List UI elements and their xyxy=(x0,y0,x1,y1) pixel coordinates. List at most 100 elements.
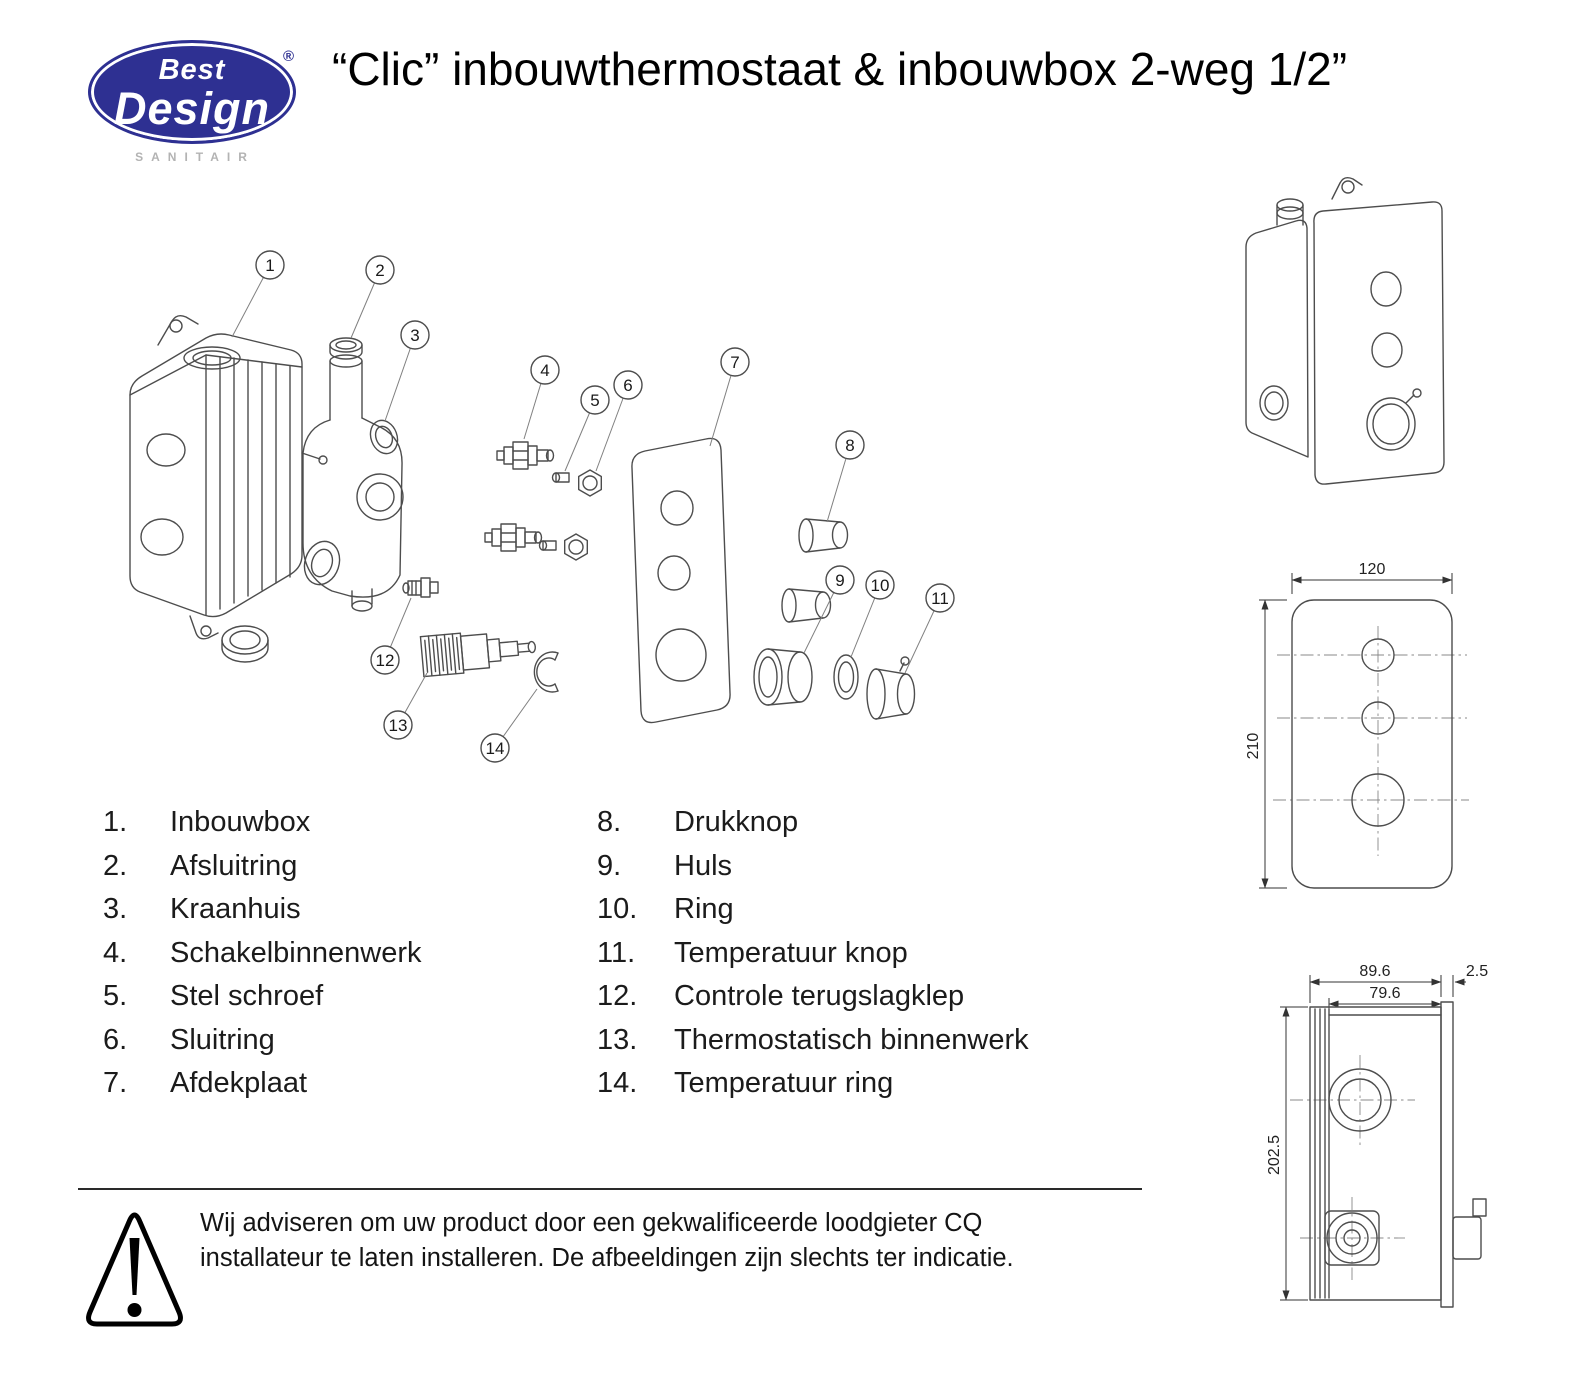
dim-front-width: 120 xyxy=(1359,561,1386,578)
part-row: 2.Afsluitring xyxy=(103,845,421,889)
dim-side-total-depth: 89.6 xyxy=(1359,963,1390,980)
part-name: Temperatuur ring xyxy=(674,1067,894,1100)
part-number: 11. xyxy=(597,936,636,969)
part-row: 13.Thermostatisch binnenwerk xyxy=(597,1019,1029,1063)
callout-9: 9 xyxy=(803,565,855,654)
callout-11: 11 xyxy=(904,583,955,674)
svg-text:9: 9 xyxy=(835,571,844,590)
part-sluitring-drawing xyxy=(564,469,602,561)
svg-text:13: 13 xyxy=(389,716,408,735)
brand-tagline: SANITAIR xyxy=(135,150,255,164)
part-name: Ring xyxy=(674,893,734,926)
part-number: 14. xyxy=(597,1067,638,1100)
svg-text:11: 11 xyxy=(931,589,949,608)
part-name: Inbouwbox xyxy=(170,806,311,839)
dim-side-box-depth: 79.6 xyxy=(1369,985,1400,1002)
assembled-perspective-view xyxy=(1245,176,1445,485)
callout-8: 8 xyxy=(826,430,865,523)
part-row: 8. Drukknop xyxy=(597,801,1029,845)
part-stel-schroef-drawing xyxy=(538,472,570,551)
svg-text:10: 10 xyxy=(871,576,890,595)
part-terugslagklep-drawing xyxy=(402,577,439,598)
part-number: 9. xyxy=(597,849,622,882)
brand-logo: Best Design xyxy=(88,40,296,144)
part-number: 6. xyxy=(103,1023,128,1056)
dim-side-height: 202.5 xyxy=(1266,1135,1283,1175)
part-row: 10. Ring xyxy=(597,888,1029,932)
front-view-centerlines xyxy=(1273,626,1469,856)
callout-5: 5 xyxy=(564,385,610,472)
svg-text:1: 1 xyxy=(265,256,274,275)
part-number: 8. xyxy=(597,806,622,839)
part-number: 10. xyxy=(597,893,638,926)
part-huls-drawing xyxy=(753,648,813,706)
svg-text:8: 8 xyxy=(845,436,854,455)
part-number: 3. xyxy=(103,893,128,926)
svg-text:2: 2 xyxy=(375,261,384,280)
svg-text:6: 6 xyxy=(623,376,632,395)
svg-text:4: 4 xyxy=(540,361,549,380)
callout-10: 10 xyxy=(850,570,895,658)
svg-text:12: 12 xyxy=(376,651,395,670)
warning-text: Wij adviseren om uw product door een gek… xyxy=(200,1209,1014,1272)
part-number: 7. xyxy=(103,1067,128,1100)
registered-trademark-icon: ® xyxy=(283,48,295,65)
page-title: “Clic” inbouwthermostaat & inbouwbox 2-w… xyxy=(332,43,1348,95)
brand-name-bottom: Design xyxy=(113,83,271,134)
part-number: 4. xyxy=(103,936,128,969)
part-number: 1. xyxy=(103,806,128,839)
callout-3: 3 xyxy=(384,320,430,422)
part-temperatuur-ring-drawing xyxy=(533,651,559,693)
part-number: 5. xyxy=(103,980,128,1013)
callout-2: 2 xyxy=(350,255,395,339)
dim-side-plate-thickness: 2.5 xyxy=(1466,963,1488,980)
callout-6: 6 xyxy=(595,370,643,472)
svg-text:3: 3 xyxy=(410,326,419,345)
part-schakelbinnenwerk-drawing xyxy=(484,441,555,552)
side-view-dimensioned: 89.6 2.5 79.6 202.5 xyxy=(1266,963,1488,1308)
side-view-body xyxy=(1309,1001,1487,1308)
callout-1: 1 xyxy=(231,250,285,338)
divider-line xyxy=(78,1188,1142,1190)
svg-text:7: 7 xyxy=(730,353,739,372)
part-name: Schakelbinnenwerk xyxy=(170,936,422,969)
part-row: 1. Inbouwbox xyxy=(103,801,421,845)
part-row: 11. Temperatuur knop xyxy=(597,932,1029,976)
part-number: 13. xyxy=(597,1023,638,1056)
side-view-dimensions: 89.6 2.5 79.6 202.5 xyxy=(1266,963,1488,1301)
part-name: Kraanhuis xyxy=(170,893,301,926)
callout-7: 7 xyxy=(709,347,750,447)
part-name: Drukknop xyxy=(674,806,799,839)
part-inbouwbox-drawing xyxy=(129,314,328,663)
brand-name-top: Best xyxy=(158,54,226,86)
dim-front-height: 210 xyxy=(1245,733,1262,760)
part-number: 12. xyxy=(597,980,638,1013)
part-name: Stel schroef xyxy=(170,980,324,1013)
part-afdekplaat-drawing xyxy=(631,437,731,724)
warning-icon xyxy=(86,1212,183,1327)
callout-12: 12 xyxy=(370,597,412,675)
part-temperatuur-knop-drawing xyxy=(866,656,916,720)
parts-list-column-2: 8.Drukknop 9.Huls 10.Ring 11.Temperatuur… xyxy=(597,801,1029,1106)
part-name: Afsluitring xyxy=(170,849,298,882)
part-row: 4. Schakelbinnenwerk xyxy=(103,932,421,976)
part-row: 12.Controle terugslagklep xyxy=(597,975,1029,1019)
callout-14: 14 xyxy=(480,688,538,763)
part-name: Sluitring xyxy=(170,1023,275,1056)
part-row: 7. Afdekplaat xyxy=(103,1062,421,1106)
part-thermostatisch-binnenwerk-drawing xyxy=(419,632,537,678)
part-kraanhuis-drawing xyxy=(302,354,404,612)
part-row: 5. Stel schroef xyxy=(103,975,421,1019)
part-row: 3. Kraanhuis xyxy=(103,888,421,932)
parts-list-column-1: 1. Inbouwbox 2.Afsluitring 3. Kraanhuis 4.… xyxy=(103,801,421,1106)
part-name: Temperatuur knop xyxy=(674,936,908,969)
callout-4: 4 xyxy=(523,355,560,440)
part-row: 6. Sluitring xyxy=(103,1019,421,1063)
part-row: 14. Temperatuur ring xyxy=(597,1062,1029,1106)
part-ring-drawing xyxy=(833,654,859,700)
front-view-dimensioned: 120 210 xyxy=(1245,561,1469,889)
part-name: Afdekplaat xyxy=(170,1067,308,1100)
front-view-plate xyxy=(1291,599,1453,889)
svg-text:5: 5 xyxy=(590,391,599,410)
